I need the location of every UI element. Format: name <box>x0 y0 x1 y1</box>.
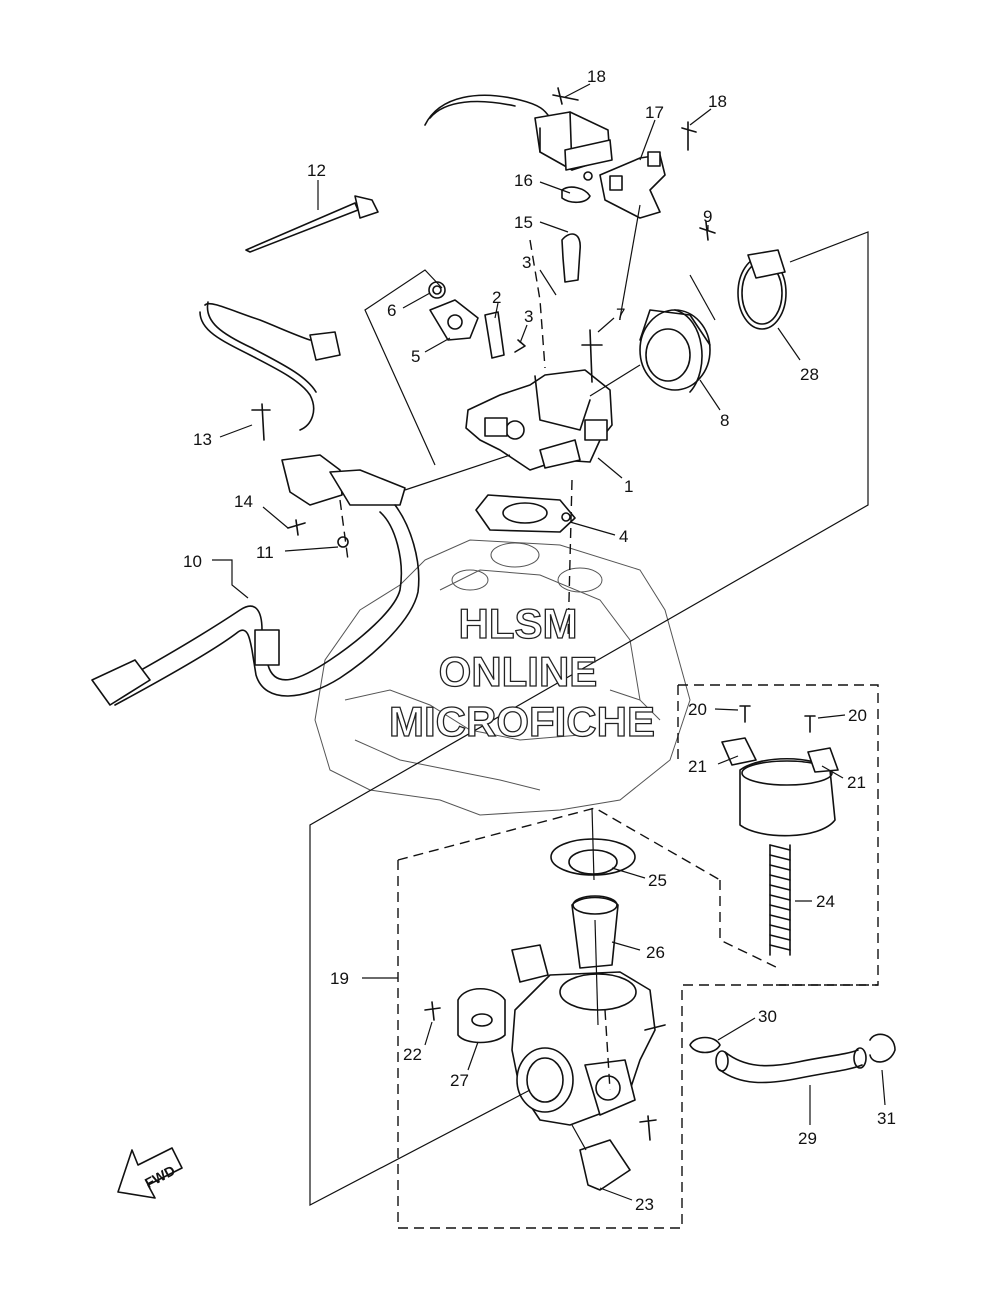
part-label: 10 <box>183 552 202 571</box>
sub-assembly-frames <box>397 684 879 1229</box>
throttle-body <box>465 311 613 471</box>
part-label: 18 <box>587 67 606 86</box>
part-label: 18 <box>708 92 727 111</box>
part-label: 29 <box>798 1129 817 1148</box>
clip-plate <box>428 281 479 341</box>
part-label: 25 <box>648 871 667 890</box>
sensor-bracket-assembly <box>424 87 697 283</box>
wire-harness <box>199 301 406 548</box>
drain-hose <box>689 1033 896 1084</box>
part-label: 22 <box>403 1045 422 1064</box>
part-label: 21 <box>847 773 866 792</box>
part-label: 5 <box>411 347 420 366</box>
part-label: 14 <box>234 492 253 511</box>
part-label: 20 <box>688 700 707 719</box>
engine-block-outline <box>314 539 691 816</box>
leader-lines <box>212 83 886 1201</box>
part-labels: 18 18 17 16 15 12 9 3 2 3 7 6 5 28 8 13 … <box>183 67 896 1214</box>
part-label: 4 <box>619 527 628 546</box>
part-label: 28 <box>800 365 819 384</box>
part-label: 23 <box>635 1195 654 1214</box>
part-label: 21 <box>688 757 707 776</box>
watermark-line-1: HLSM <box>459 600 578 647</box>
part-label: 30 <box>758 1007 777 1026</box>
part-label: 6 <box>387 301 396 320</box>
part-label: 1 <box>624 477 633 496</box>
part-label: 16 <box>514 171 533 190</box>
part-label: 3 <box>522 253 531 272</box>
gasket <box>475 494 576 533</box>
watermark: HLSM ONLINE MICROFICHE <box>388 599 655 745</box>
part-label: 2 <box>492 288 501 307</box>
assembly-dashed-guides <box>339 239 611 1091</box>
assembly-guide-lines <box>309 204 869 1206</box>
breather-hose <box>91 504 420 706</box>
intake-joint <box>639 309 711 393</box>
cable-tie <box>245 195 379 253</box>
diaphragm-cover-assembly <box>721 705 839 956</box>
part-label: 26 <box>646 943 665 962</box>
part-label: 24 <box>816 892 835 911</box>
part-label: 20 <box>848 706 867 725</box>
forward-direction-indicator: FWD <box>117 1147 183 1199</box>
part-label: 8 <box>720 411 729 430</box>
part-label: 15 <box>514 213 533 232</box>
part-label: 27 <box>450 1071 469 1090</box>
part-label: 13 <box>193 430 212 449</box>
part-label: 17 <box>645 103 664 122</box>
part-label: 31 <box>877 1109 896 1128</box>
part-label: 19 <box>330 969 349 988</box>
carburetor-body <box>424 944 666 1191</box>
watermark-line-3: MICROFICHE <box>389 698 655 745</box>
part-label: 11 <box>256 543 274 562</box>
part-label: 9 <box>703 207 712 226</box>
part-label: 12 <box>307 161 326 180</box>
part-label: 3 <box>524 307 533 326</box>
watermark-line-2: ONLINE <box>439 648 598 695</box>
part-label: 7 <box>616 305 625 324</box>
hose-clamp <box>699 221 787 330</box>
